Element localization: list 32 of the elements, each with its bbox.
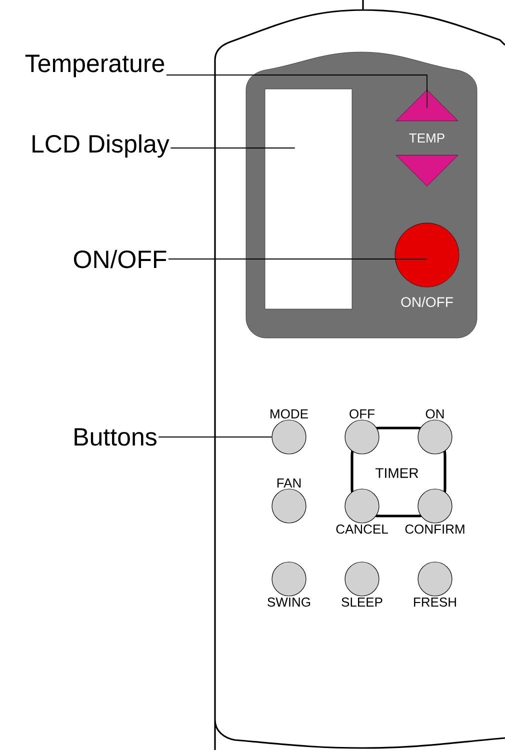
- leader-line: [168, 258, 428, 260]
- node-label: ON/OFF: [401, 296, 453, 308]
- round-button: CANCEL: [336, 488, 388, 534]
- round-button: SWING: [268, 562, 310, 607]
- callout-label: Temperature: [25, 54, 164, 78]
- round-button: FRESH: [414, 562, 456, 607]
- arrow-button: [396, 155, 458, 186]
- round-button: SLEEP: [342, 562, 382, 607]
- callout-label: ON/OFF: [74, 250, 166, 268]
- node-label: FRESH: [414, 597, 456, 607]
- node-label: SWING: [268, 597, 310, 607]
- node-label: OFF: [350, 409, 374, 418]
- round-button: CONFIRM: [405, 488, 464, 534]
- leader-line: [158, 436, 272, 438]
- node-label: FAN: [277, 478, 301, 488]
- round-button: MODE: [270, 409, 308, 454]
- group-label: TIMER: [376, 468, 418, 478]
- round-button: OFF: [344, 409, 380, 454]
- arrow-button: [396, 90, 458, 121]
- leader-line: [166, 74, 428, 108]
- power-button: ON/OFF: [394, 222, 460, 308]
- node-label: CONFIRM: [405, 524, 464, 534]
- node-label: MODE: [270, 409, 308, 418]
- panel-label: TEMP: [409, 134, 444, 142]
- callout-label: Buttons: [74, 428, 156, 446]
- node-label: SLEEP: [342, 597, 382, 607]
- round-button: ON: [418, 409, 452, 454]
- node-label: ON: [426, 409, 444, 418]
- node-label: CANCEL: [336, 524, 388, 534]
- lcd-screen: [264, 88, 352, 310]
- callout-label: LCD Display: [32, 134, 170, 158]
- round-button: FAN: [272, 478, 306, 524]
